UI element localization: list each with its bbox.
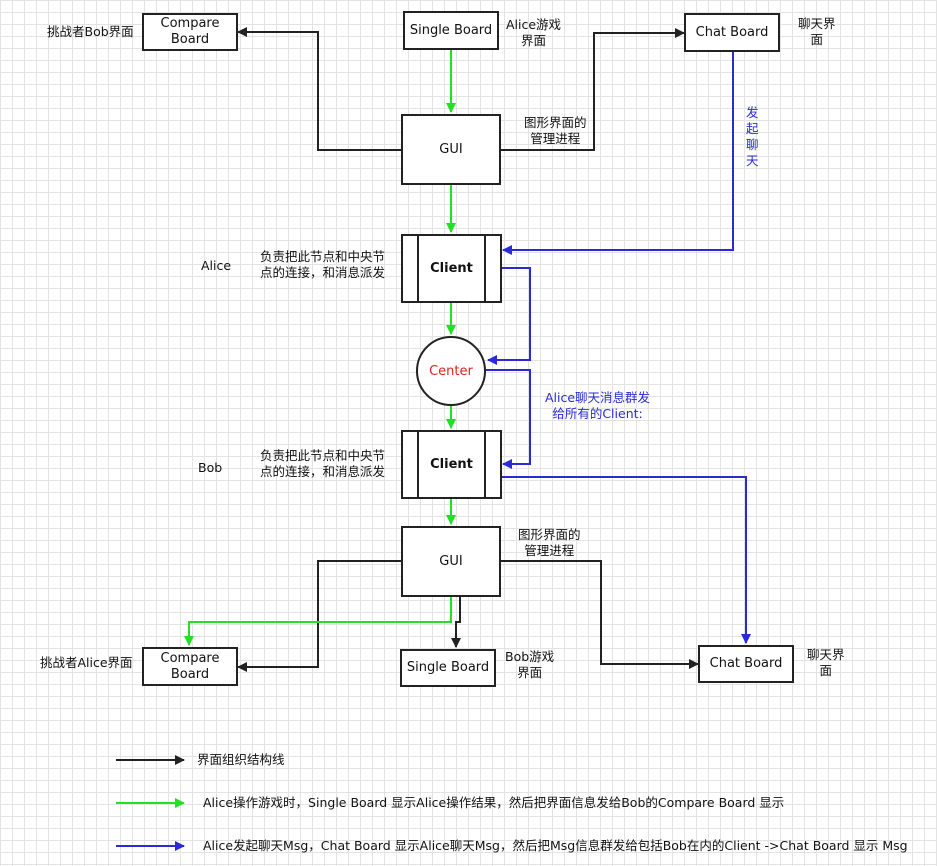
label-client-desc-alice: 负责把此节点和中央节 点的连接，和消息派发 [260, 249, 386, 280]
label-bob: Bob [198, 460, 223, 475]
chat-board-bottom: Chat Board [698, 645, 794, 683]
single-board-top: Single Board [403, 11, 499, 50]
legend-text-game: Alice操作游戏时，Single Board 显示Alice操作结果，然后把界… [203, 795, 785, 810]
center-node: Center [416, 336, 486, 406]
label-challenger-alice: 挑战者Alice界面 [40, 655, 133, 670]
compare-board-top: Compare Board [142, 13, 238, 51]
edge-gui-bottom-to-single-bottom [451, 597, 461, 648]
legend-text-structure: 界面组织结构线 [197, 752, 285, 767]
client-alice: Client [401, 234, 502, 303]
client-bob-label: Client [430, 457, 473, 472]
edge-client-bob-to-chat-bottom [502, 476, 751, 644]
edge-chat-top-to-client-alice [502, 52, 734, 255]
client-bob: Client [401, 430, 502, 499]
legend-text-chat: Alice发起聊天Msg，Chat Board 显示Alice聊天Msg，然后把… [203, 838, 908, 853]
edge-center-to-client-bob-blue [486, 369, 531, 469]
gui-top: GUI [401, 114, 501, 185]
label-alice-game: Alice游戏 界面 [506, 17, 562, 48]
edge-client-alice-to-center-blue [487, 267, 531, 365]
label-challenger-bob: 挑战者Bob界面 [47, 24, 134, 39]
edge-gui-top-to-compare-top [237, 27, 401, 151]
client-alice-label: Client [430, 261, 473, 276]
label-chat-ui-bottom: 聊天界 面 [807, 647, 845, 678]
label-gui-manager-top: 图形界面的 管理进程 [524, 115, 587, 146]
label-client-desc-bob: 负责把此节点和中央节 点的连接，和消息派发 [260, 448, 386, 479]
gui-bottom: GUI [401, 526, 501, 597]
label-alice: Alice [201, 258, 232, 273]
edge-gui-bottom-to-chat-bottom [501, 560, 699, 669]
edge-gui-top-to-chat-top [501, 28, 685, 151]
label-gui-manager-bottom: 图形界面的 管理进程 [518, 527, 581, 558]
edge-gui-bottom-to-compare-bottom-green [184, 597, 452, 646]
label-initiate-chat: 发 起 聊 天 [746, 105, 759, 168]
chat-board-top: Chat Board [684, 13, 780, 52]
label-chat-ui-top: 聊天界 面 [798, 16, 836, 47]
label-broadcast: Alice聊天消息群发 给所有的Client: [545, 390, 651, 421]
single-board-bottom: Single Board [400, 649, 496, 687]
compare-board-bottom: Compare Board [142, 647, 238, 686]
edge-gui-bottom-to-compare-bottom [237, 560, 401, 672]
label-bob-game: Bob游戏 界面 [505, 649, 555, 680]
